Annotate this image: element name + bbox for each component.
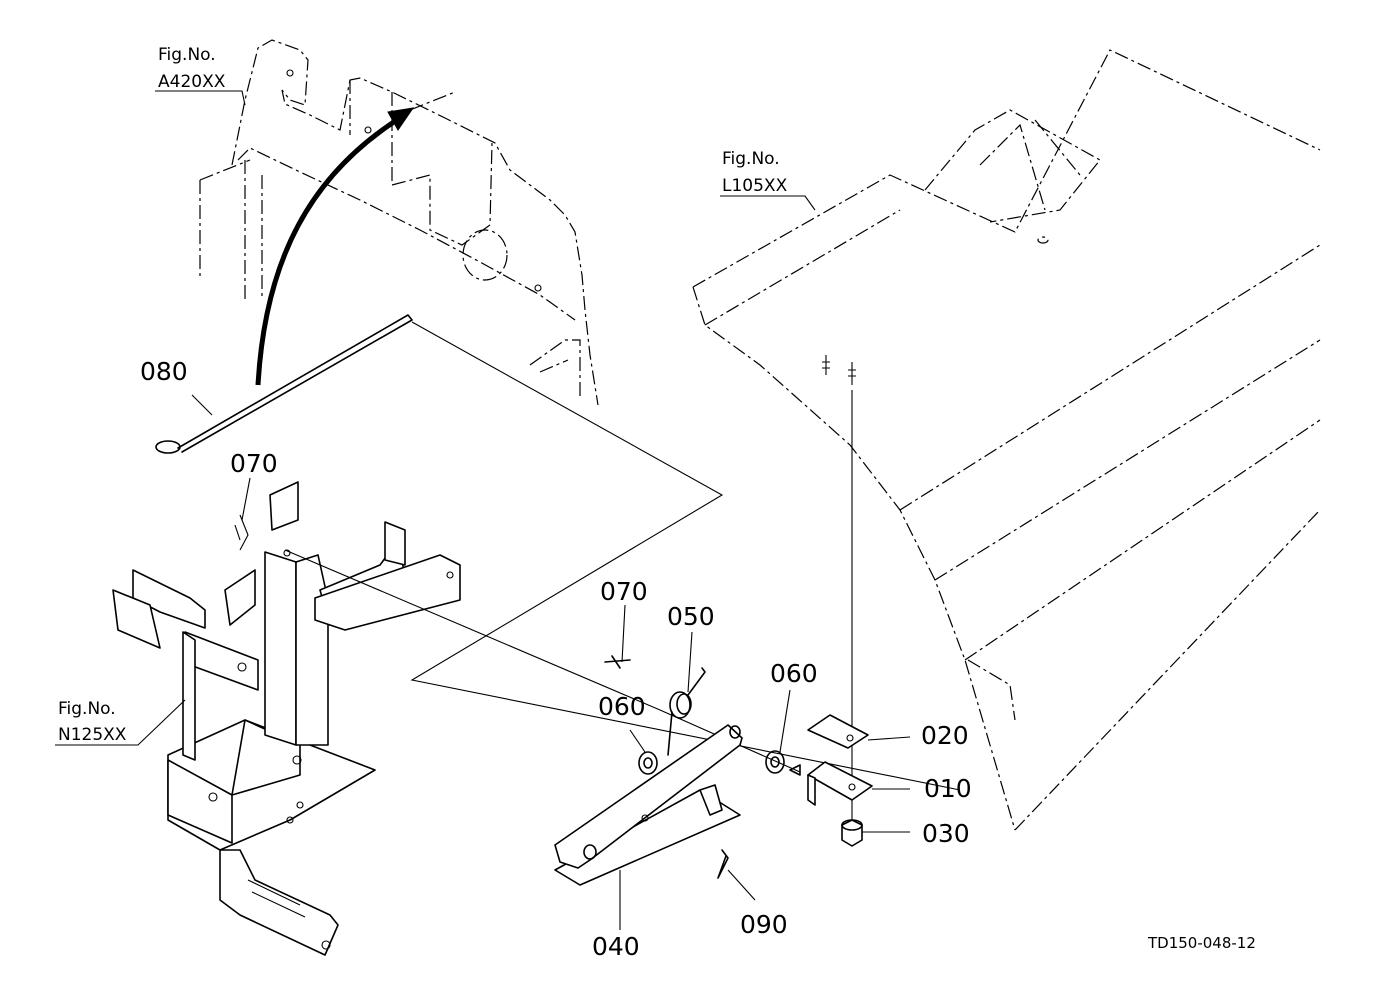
drawing-code: TD150-048-12: [1147, 934, 1256, 952]
leader-lines: [55, 90, 911, 930]
callout-n-prefix: Fig.No.: [58, 699, 116, 719]
part-label-030: 030: [922, 819, 970, 848]
callout-a-prefix: Fig.No.: [158, 45, 216, 65]
explode-plane: [410, 321, 961, 791]
axis-line: [284, 549, 801, 773]
bracket-assembly-n125xx: [112, 481, 461, 956]
part-label-050: 050: [667, 602, 715, 631]
part-label-070-right: 070: [600, 577, 648, 606]
washer-060-right: [765, 750, 785, 774]
plate-020: [807, 714, 869, 749]
part-label-060-left: 060: [598, 692, 646, 721]
callout-n-code: N125XX: [58, 725, 127, 745]
part-label-080: 080: [140, 357, 188, 386]
part-label-020: 020: [921, 721, 969, 750]
callout-l-code: L105XX: [722, 176, 788, 196]
bracket-010: [789, 761, 873, 806]
part-label-070-left: 070: [230, 449, 278, 478]
part-label-090: 090: [740, 910, 788, 939]
callout-l-prefix: Fig.No.: [722, 149, 780, 169]
part-label-060-right: 060: [770, 659, 818, 688]
part-label-010: 010: [924, 774, 972, 803]
washer-060-left: [638, 751, 658, 775]
install-arrow-head: [387, 107, 415, 131]
pin-090: [717, 849, 729, 879]
part-label-040: 040: [592, 932, 640, 961]
pin-070-upper: [604, 655, 631, 669]
ref-cover-l105xx: [692, 49, 1321, 831]
ref-panel-a420xx: [199, 39, 599, 406]
install-arrow: [255, 115, 402, 386]
callout-a-code: A420XX: [158, 72, 226, 92]
lever-040: [554, 724, 743, 886]
nut-030: [841, 819, 863, 847]
spring-050: [667, 667, 706, 756]
rod-080: [155, 314, 413, 454]
